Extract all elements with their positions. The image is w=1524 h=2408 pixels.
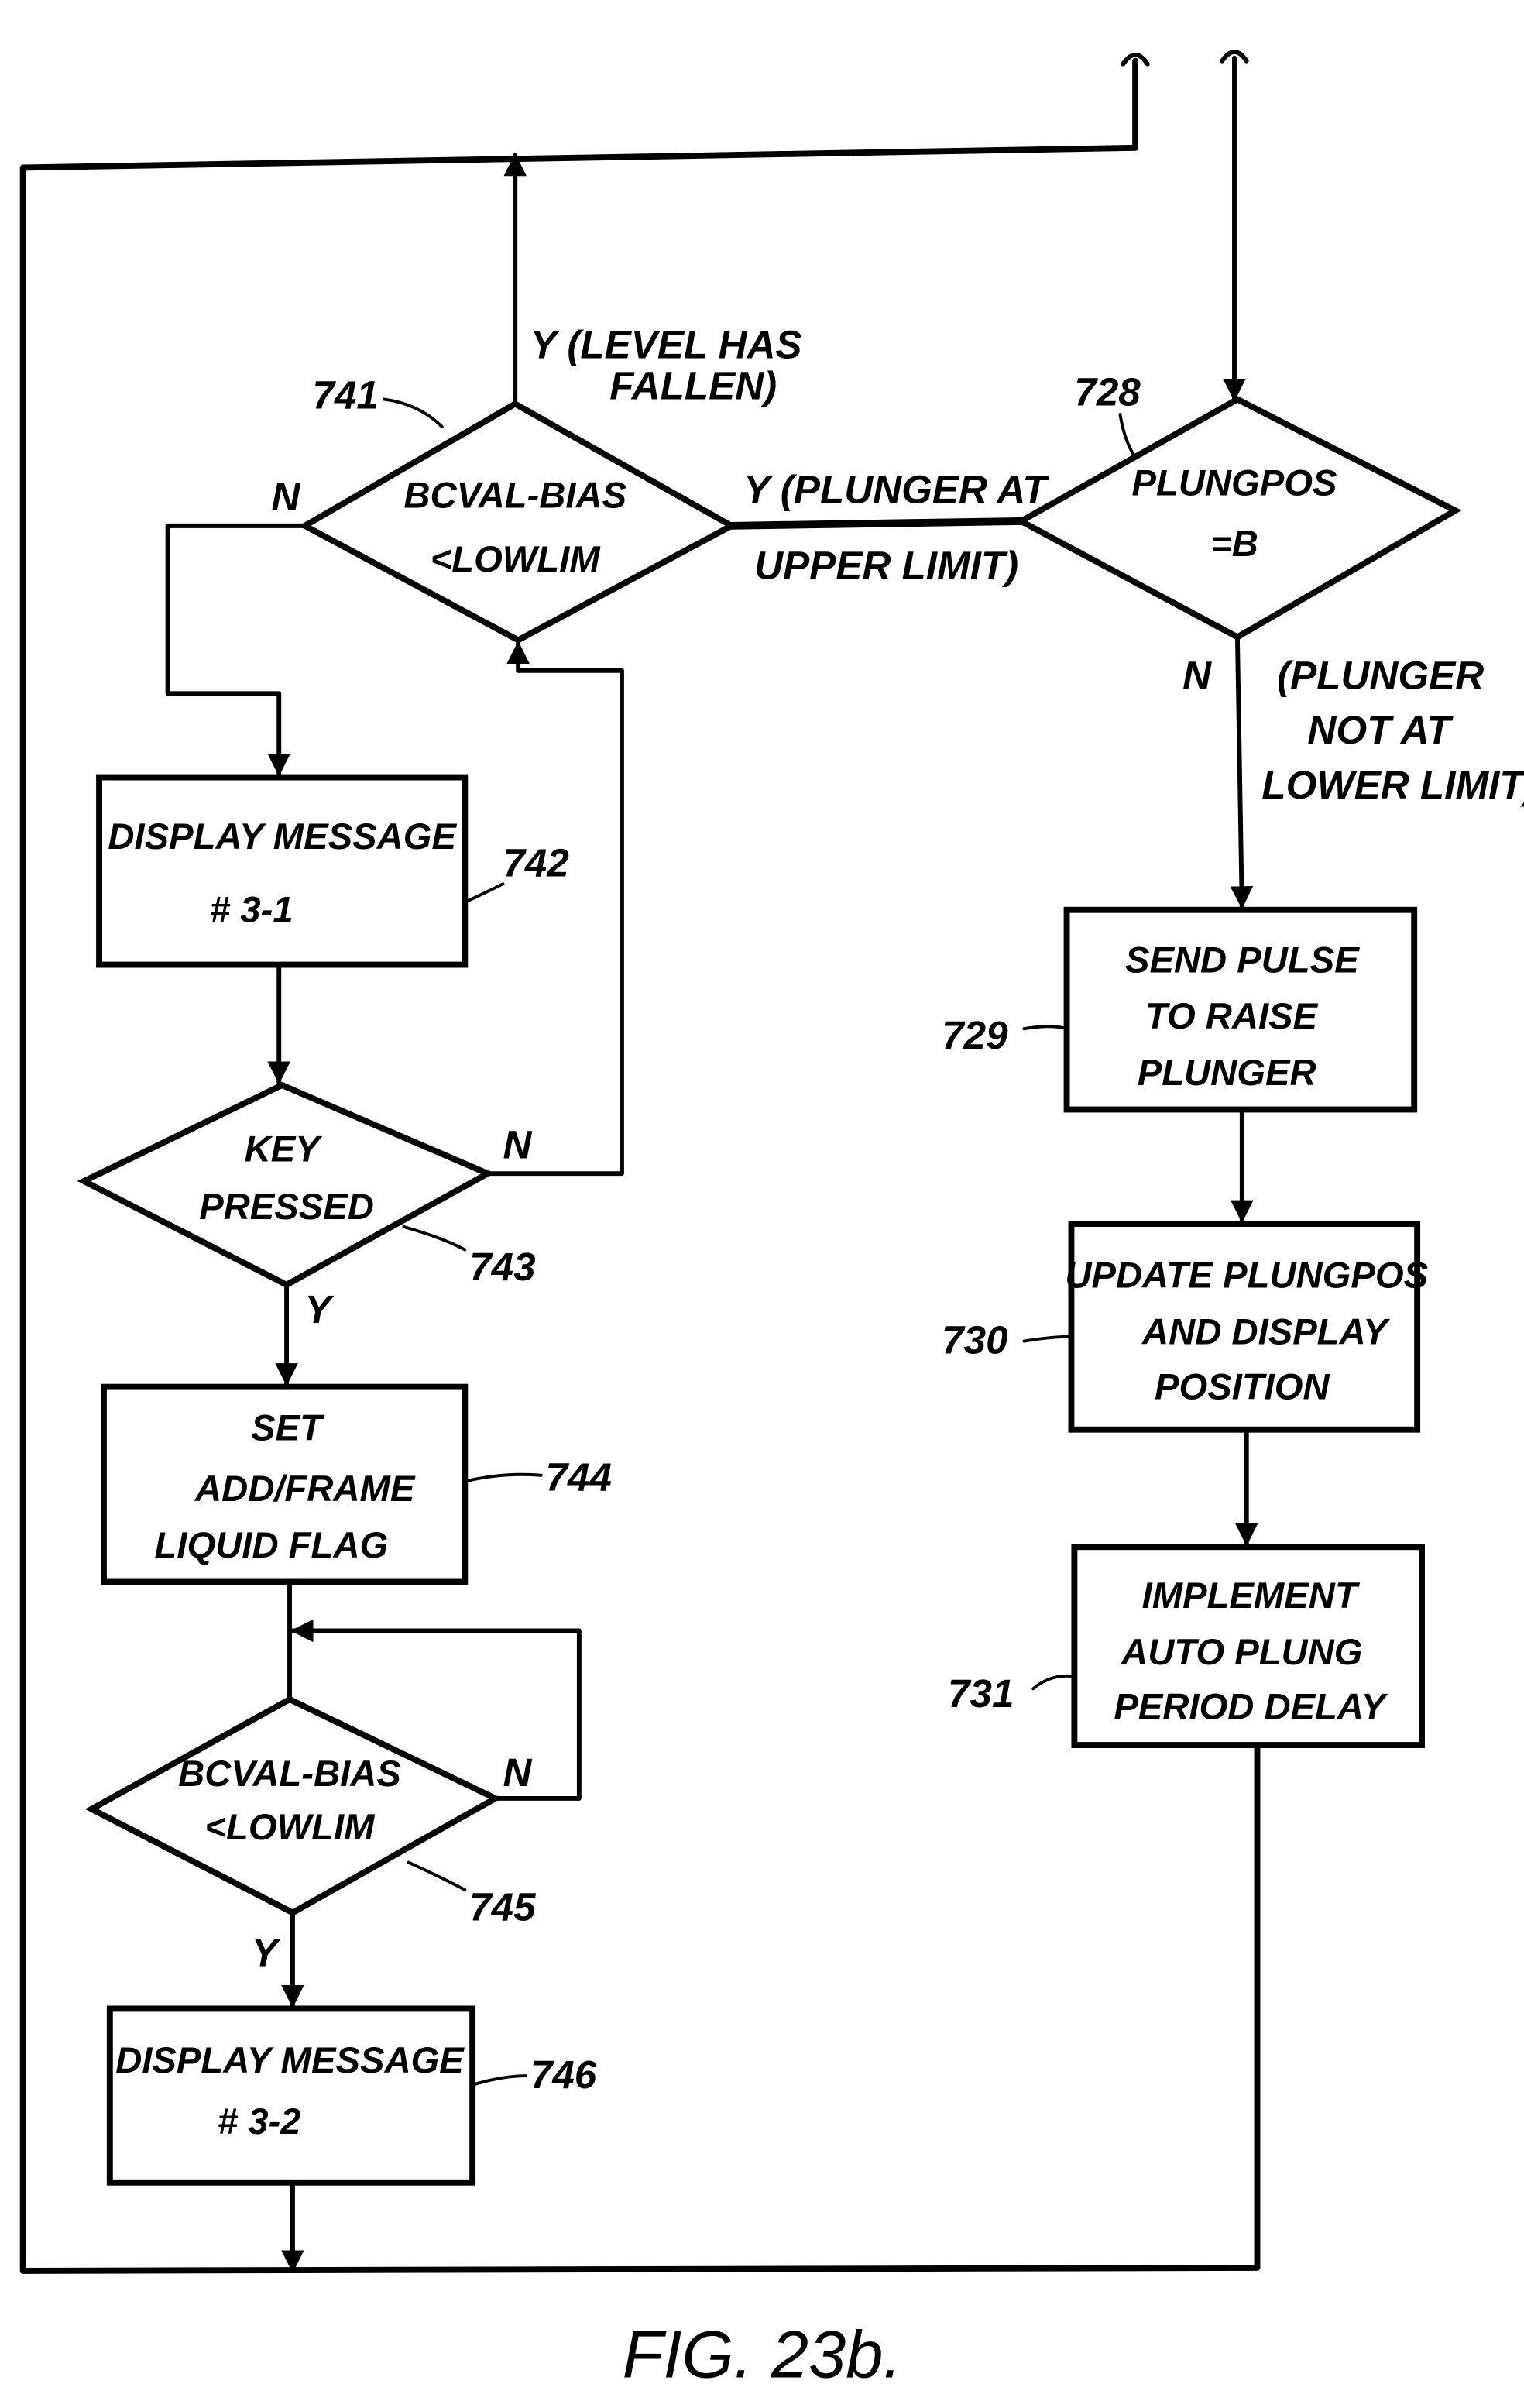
decision-743-line2: PRESSED xyxy=(199,1187,374,1228)
decision-741-line1: BCVAL-BIAS xyxy=(403,475,626,516)
ref-728: 728 xyxy=(1074,369,1141,414)
label-yes-728-line1: Y (PLUNGER AT xyxy=(743,467,1049,511)
process-744-line1: SET xyxy=(251,1407,325,1448)
leader-730 xyxy=(1024,1337,1071,1341)
label-no-728-note-line1: (PLUNGER xyxy=(1277,653,1484,697)
decision-745-line2: <LOWLIM xyxy=(204,1807,376,1848)
process-731-line3: PERIOD DELAY xyxy=(1114,1687,1388,1728)
process-746-line2: # 3-2 xyxy=(218,2101,301,2142)
decision-741: BCVAL-BIAS <LOWLIM 741 xyxy=(305,373,732,640)
leader-741 xyxy=(384,400,442,427)
decision-743-line1: KEY xyxy=(245,1128,324,1170)
decision-728-line1: PLUNGPOS xyxy=(1132,463,1337,504)
leader-729 xyxy=(1024,1026,1066,1029)
label-no-728: N xyxy=(1182,653,1212,697)
ref-745: 745 xyxy=(469,1884,537,1929)
leader-742 xyxy=(465,884,503,902)
process-742-line2: # 3-1 xyxy=(210,889,293,930)
leader-744 xyxy=(465,1475,541,1482)
decision-745: BCVAL-BIAS <LOWLIM 745 xyxy=(91,1699,537,1929)
leader-731 xyxy=(1033,1676,1074,1688)
figure-caption: FIG. 23b. xyxy=(623,2318,902,2393)
process-729-line3: PLUNGER xyxy=(1138,1053,1316,1094)
process-731-line1: IMPLEMENT xyxy=(1142,1575,1361,1616)
process-744-line3: LIQUID FLAG xyxy=(155,1525,389,1566)
leader-746 xyxy=(472,2076,526,2085)
leader-728 xyxy=(1120,414,1135,457)
decision-741-line2: <LOWLIM xyxy=(431,539,602,580)
decision-728: PLUNGPOS =B 728 xyxy=(1021,369,1456,637)
label-yes-745: Y xyxy=(252,1930,281,1974)
decision-745-line1: BCVAL-BIAS xyxy=(178,1754,401,1795)
ref-742: 742 xyxy=(503,840,568,885)
yes-728-line xyxy=(732,521,1021,526)
decision-728-line2: =B xyxy=(1210,524,1258,565)
process-731-line2: AUTO PLUNG xyxy=(1121,1632,1362,1673)
ref-730: 730 xyxy=(942,1317,1007,1362)
process-730-line2: AND DISPLAY xyxy=(1141,1312,1391,1353)
leader-745 xyxy=(408,1863,465,1890)
leader-743 xyxy=(404,1227,465,1250)
process-730: UPDATE PLUNGPOS AND DISPLAY POSITION 730 xyxy=(942,1224,1428,1430)
process-729-line1: SEND PULSE xyxy=(1125,939,1360,981)
process-742: DISPLAY MESSAGE # 3-1 742 xyxy=(99,778,569,965)
process-746-line1: DISPLAY MESSAGE xyxy=(115,2040,465,2081)
ref-731: 731 xyxy=(948,1671,1014,1716)
label-no-728-note-line3: LOWER LIMIT) xyxy=(1261,763,1524,807)
label-no-745: N xyxy=(503,1750,532,1795)
label-yes-741-line2: FALLEN) xyxy=(609,364,777,408)
process-730-line3: POSITION xyxy=(1155,1366,1330,1407)
ref-746: 746 xyxy=(530,2052,597,2097)
process-744-line2: ADD/FRAME xyxy=(194,1469,416,1510)
process-744: SET ADD/FRAME LIQUID FLAG 744 xyxy=(104,1387,612,1582)
no-741-line xyxy=(168,526,305,775)
ref-744: 744 xyxy=(546,1455,612,1499)
ref-741: 741 xyxy=(313,373,379,417)
process-746: DISPLAY MESSAGE # 3-2 746 xyxy=(110,2008,597,2182)
process-731: IMPLEMENT AUTO PLUNG PERIOD DELAY 731 xyxy=(948,1547,1422,1745)
no-743-loop xyxy=(488,643,622,1173)
label-no-743: N xyxy=(503,1122,532,1166)
ref-743: 743 xyxy=(469,1245,535,1289)
process-730-line1: UPDATE PLUNGPOS xyxy=(1065,1256,1428,1297)
process-729: SEND PULSE TO RAISE PLUNGER 729 xyxy=(942,910,1414,1110)
process-742-line1: DISPLAY MESSAGE xyxy=(108,816,457,857)
decision-743: KEY PRESSED 743 xyxy=(84,1085,535,1289)
ref-729: 729 xyxy=(942,1013,1008,1057)
process-729-line2: TO RAISE xyxy=(1145,996,1319,1037)
label-no-728-note-line2: NOT AT xyxy=(1307,708,1453,752)
label-no-741: N xyxy=(271,475,300,519)
no-728-line xyxy=(1237,637,1242,907)
label-yes-743: Y xyxy=(305,1287,335,1331)
label-yes-741-line1: Y (LEVEL HAS xyxy=(530,322,802,366)
label-yes-728-line2: UPPER LIMIT) xyxy=(754,544,1018,588)
